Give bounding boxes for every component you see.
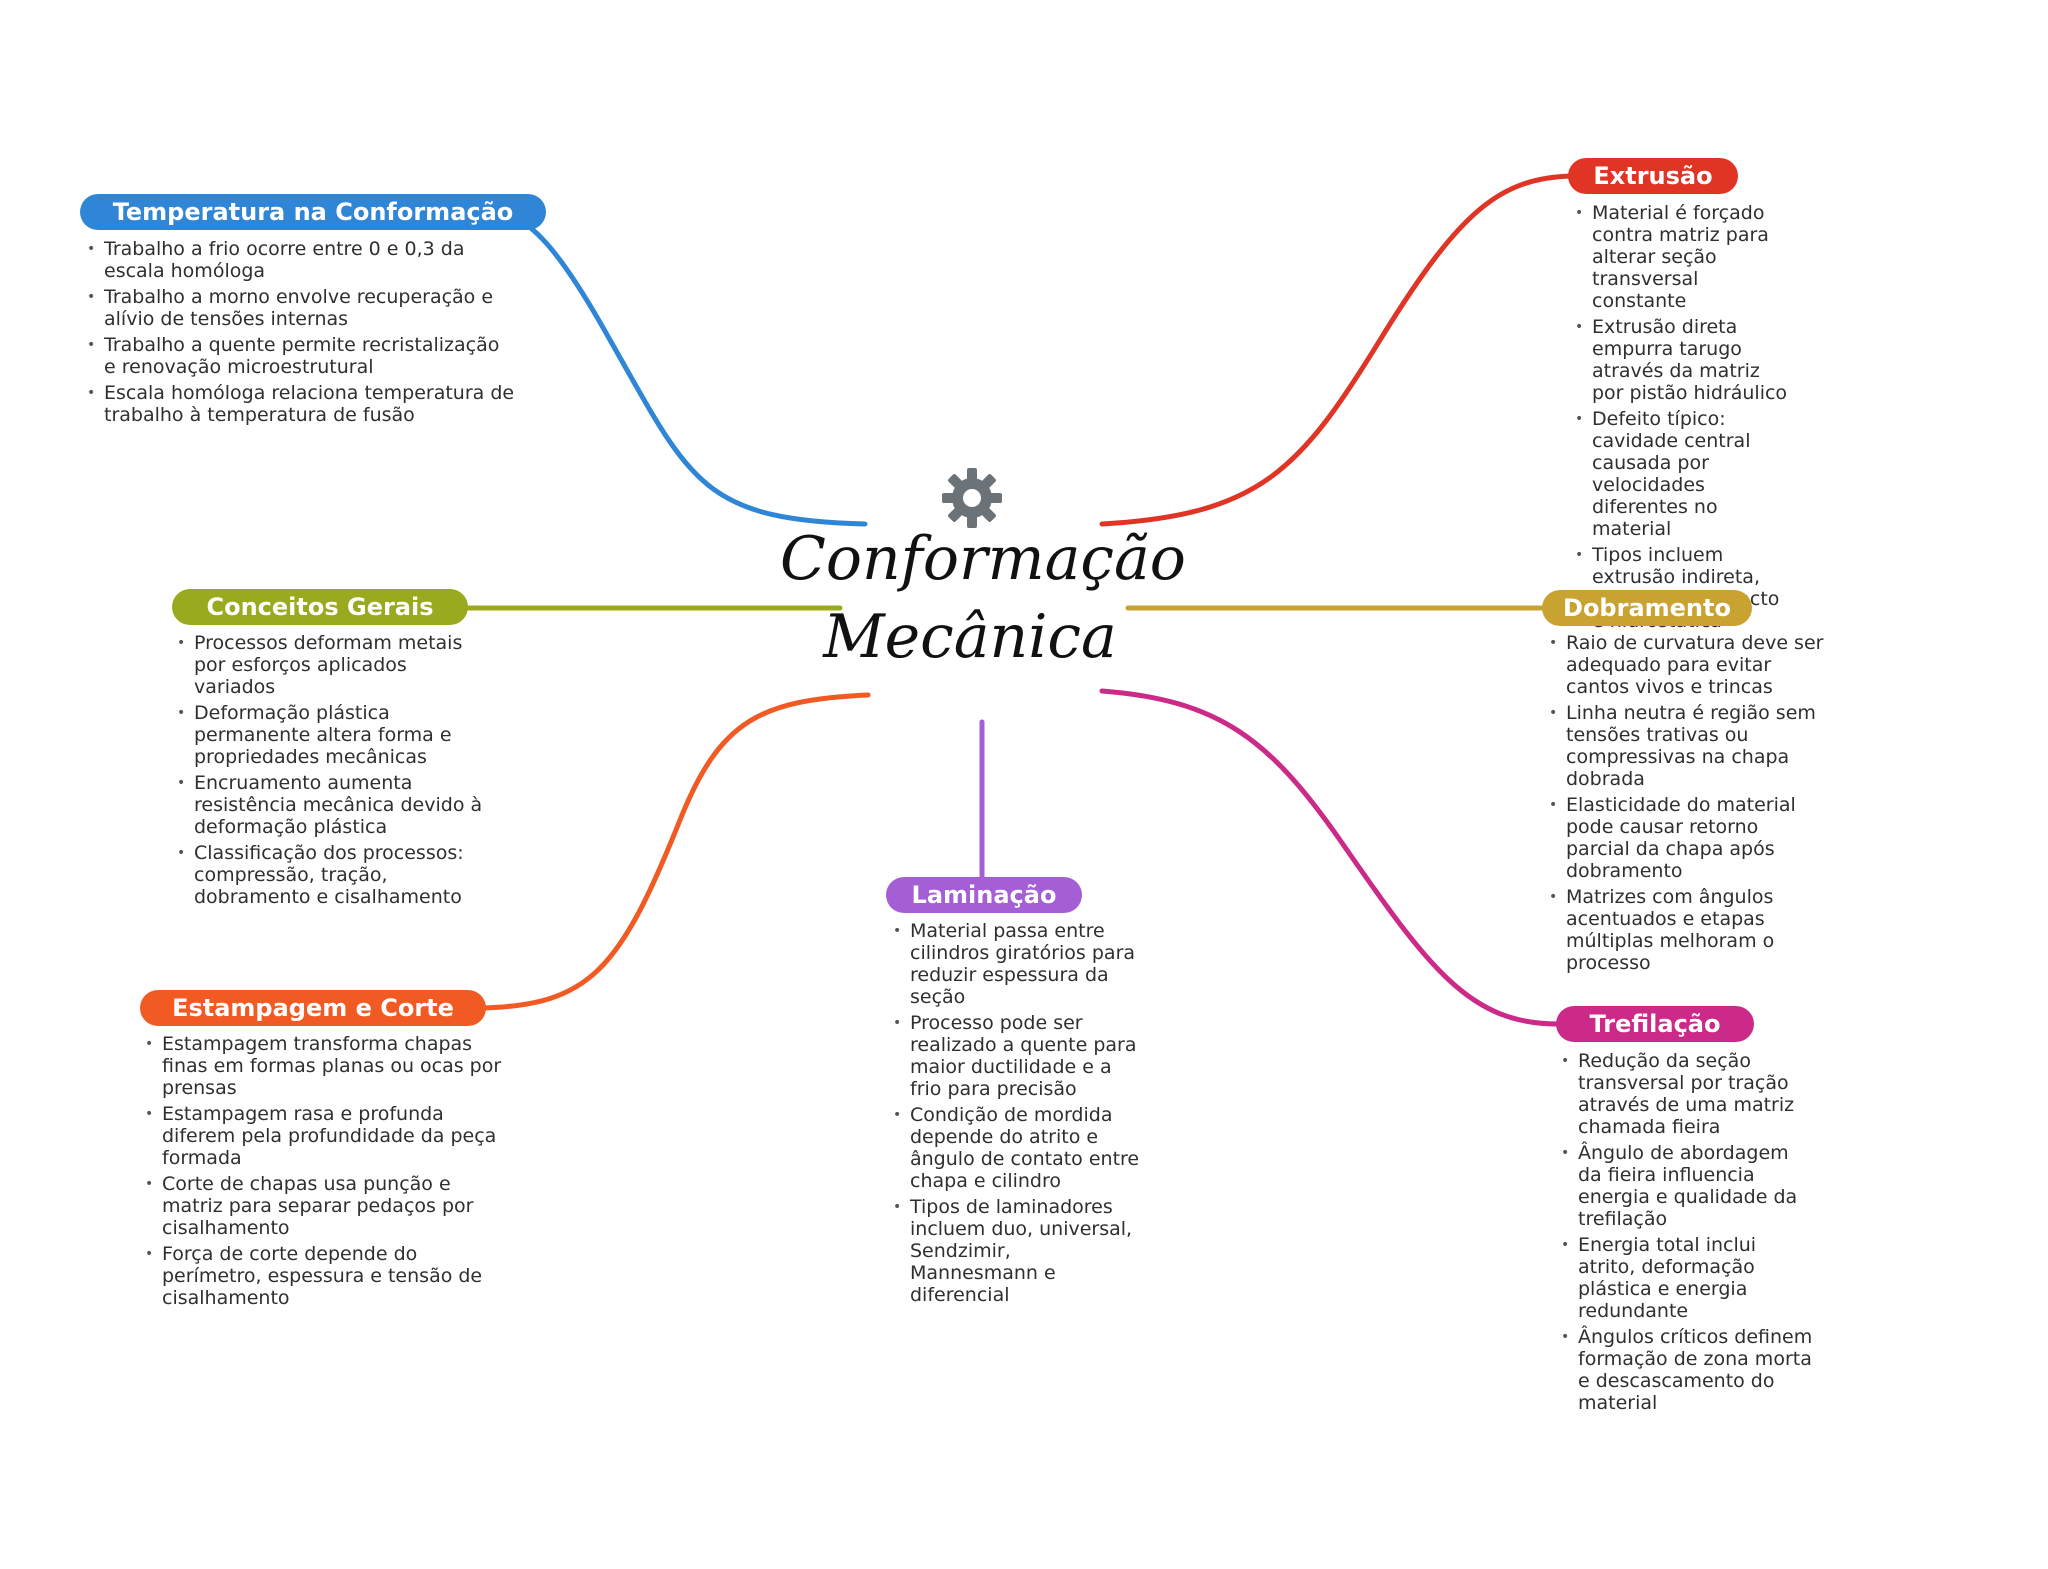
note-item: Força de corte depende do perímetro, esp… (144, 1243, 506, 1309)
note-item: Tipos de laminadores incluem duo, univer… (892, 1196, 1142, 1306)
connector-estampagem (479, 692, 871, 1011)
notes-dobramento: Raio de curvatura deve ser adequado para… (1548, 632, 1824, 978)
topic-conceitos-label: Conceitos Gerais (206, 593, 434, 621)
connector-extrusao (1099, 173, 1575, 527)
note-item: Escala homóloga relaciona temperatura de… (86, 382, 516, 426)
note-item: Condição de mordida depende do atrito e … (892, 1104, 1142, 1192)
note-item: Material é forçado contra matriz para al… (1574, 202, 1794, 312)
note-item: Classificação dos processos: compressão,… (176, 842, 494, 908)
topic-laminacao[interactable]: Laminação (886, 877, 1082, 913)
note-item: Energia total inclui atrito, deformação … (1560, 1234, 1818, 1322)
note-item: Deformação plástica permanente altera fo… (176, 702, 494, 768)
note-item: Processos deformam metais por esforços a… (176, 632, 494, 698)
note-item: Extrusão direta empurra tarugo através d… (1574, 316, 1794, 404)
connector-trefilacao (1099, 688, 1561, 1027)
topic-trefilacao[interactable]: Trefilação (1556, 1006, 1754, 1042)
notes-laminacao: Material passa entre cilindros giratório… (892, 920, 1142, 1310)
topic-laminacao-label: Laminação (911, 881, 1057, 909)
note-item: Trabalho a quente permite recristalizaçã… (86, 334, 516, 378)
topic-temperatura[interactable]: Temperatura na Conformação (80, 194, 546, 230)
note-item: Defeito típico: cavidade central causada… (1574, 408, 1794, 540)
note-item: Processo pode ser realizado a quente par… (892, 1012, 1142, 1100)
notes-estampagem: Estampagem transforma chapas finas em fo… (144, 1033, 506, 1313)
topic-estampagem[interactable]: Estampagem e Corte (140, 990, 486, 1026)
note-item: Trabalho a frio ocorre entre 0 e 0,3 da … (86, 238, 516, 282)
notes-temperatura: Trabalho a frio ocorre entre 0 e 0,3 da … (86, 238, 516, 430)
topic-estampagem-label: Estampagem e Corte (172, 994, 454, 1022)
topic-extrusao[interactable]: Extrusão (1568, 158, 1738, 194)
notes-trefilacao: Redução da seção transversal por tração … (1560, 1050, 1818, 1418)
note-item: Ângulo de abordagem da fieira influencia… (1560, 1142, 1818, 1230)
topic-conceitos[interactable]: Conceitos Gerais (172, 589, 468, 625)
connector-temperatura (497, 209, 868, 527)
note-item: Corte de chapas usa punção e matriz para… (144, 1173, 506, 1239)
topic-extrusao-label: Extrusão (1593, 162, 1713, 190)
notes-conceitos: Processos deformam metais por esforços a… (176, 632, 494, 912)
note-item: Redução da seção transversal por tração … (1560, 1050, 1818, 1138)
topic-dobramento-label: Dobramento (1563, 594, 1731, 622)
notes-extrusao: Material é forçado contra matriz para al… (1574, 202, 1794, 636)
central-topic-line2: Mecânica (823, 602, 1117, 672)
note-item: Elasticidade do material pode causar ret… (1548, 794, 1824, 882)
note-item: Material passa entre cilindros giratório… (892, 920, 1142, 1008)
note-item: Estampagem rasa e profunda diferem pela … (144, 1103, 506, 1169)
topic-dobramento[interactable]: Dobramento (1542, 590, 1752, 626)
central-topic-line1: Conformação (780, 524, 1186, 594)
note-item: Raio de curvatura deve ser adequado para… (1548, 632, 1824, 698)
note-item: Matrizes com ângulos acentuados e etapas… (1548, 886, 1824, 974)
note-item: Encruamento aumenta resistência mecânica… (176, 772, 494, 838)
topic-trefilacao-label: Trefilação (1589, 1010, 1721, 1038)
note-item: Trabalho a morno envolve recuperação e a… (86, 286, 516, 330)
topic-temperatura-label: Temperatura na Conformação (112, 198, 514, 226)
note-item: Ângulos críticos definem formação de zon… (1560, 1326, 1818, 1414)
central-topic[interactable]: Conformação Mecânica (780, 520, 1186, 676)
gear-icon (942, 468, 1002, 528)
note-item: Estampagem transforma chapas finas em fo… (144, 1033, 506, 1099)
note-item: Linha neutra é região sem tensões trativ… (1548, 702, 1824, 790)
